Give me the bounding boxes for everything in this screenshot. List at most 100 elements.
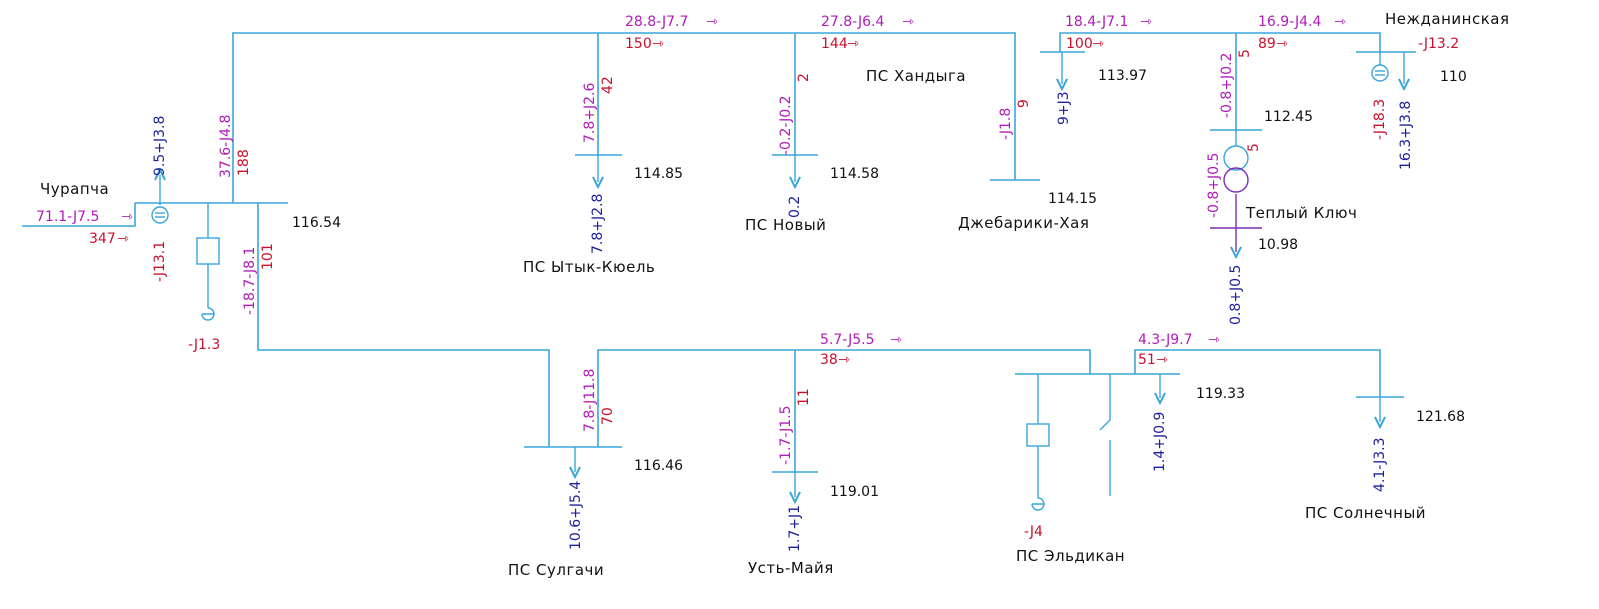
flow-top-4: 16.9-J4.4 — [1258, 14, 1321, 30]
load-sulgachi: 10.6+J5.4 — [568, 481, 584, 550]
current-ytyk-line: 42 — [600, 76, 616, 94]
churapcha-reactor-icon — [201, 307, 215, 321]
eldikan-breaker — [1026, 423, 1050, 447]
svg-text:⇾: ⇾ — [847, 36, 859, 52]
transformer-winding-lv — [1223, 167, 1249, 193]
svg-text:⇾: ⇾ — [121, 209, 133, 225]
svg-text:⇾: ⇾ — [706, 14, 718, 30]
current-bot-2: 51 — [1138, 352, 1156, 368]
current-novy-line: 2 — [796, 73, 812, 82]
flow-dzheb-line: -J1.8 — [998, 108, 1014, 140]
load-novy: 0.2 — [787, 196, 803, 218]
current-tep-tr: 5 — [1246, 143, 1262, 152]
svg-text:⇾: ⇾ — [1208, 332, 1220, 348]
flow-bot-2: 4.3-J9.7 — [1138, 332, 1193, 348]
name-sulgachi: ПС Сулгачи — [508, 561, 604, 579]
eldikan-disconnector — [1099, 374, 1111, 431]
svg-text:⇾: ⇾ — [1092, 36, 1104, 52]
load-nezhdaninskaya: 16.3+J3.8 — [1398, 101, 1414, 170]
name-khandyga: ПС Хандыга — [866, 67, 966, 85]
svg-text:⇾: ⇾ — [1156, 352, 1168, 368]
flow-ytyk-line: 7.8+J2.6 — [582, 83, 598, 143]
flow-ust-line: -1.7-J1.5 — [778, 405, 794, 465]
comp-eldikan-reactor: -J4 — [1024, 524, 1043, 540]
current-churapcha-up: 188 — [236, 149, 252, 176]
flow-bot-1: 5.7-J5.5 — [820, 332, 875, 348]
flow-top-3: 18.4-J7.1 — [1065, 14, 1128, 30]
load-ytyk-kyuel: 7.8+J2.8 — [590, 194, 606, 254]
flow-novy-line: -0.2-J0.2 — [778, 95, 794, 155]
name-eldikan: ПС Эльдикан — [1016, 547, 1125, 565]
svg-text:⇾: ⇾ — [1276, 36, 1288, 52]
load-tepliy-lv: 0.8+J0.5 — [1228, 265, 1244, 325]
current-top-1: 150 — [625, 36, 652, 52]
line-khandyga-nezh — [1059, 32, 1381, 52]
name-solnechny: ПС Солнечный — [1305, 504, 1426, 522]
name-novy: ПС Новый — [745, 216, 826, 234]
svg-text:⇾: ⇾ — [1334, 14, 1346, 30]
name-churapcha: Чурапча — [40, 180, 109, 198]
nezh-bank-icon — [1371, 64, 1389, 82]
flow-churapcha-up: 37.6-J4.8 — [218, 115, 234, 178]
svg-text:⇾: ⇾ — [902, 14, 914, 30]
bus-churapcha-incoming — [22, 203, 136, 227]
flow-top-2: 27.8-J6.4 — [821, 14, 884, 30]
buses — [22, 51, 1416, 511]
voltage-eldikan: 119.33 — [1196, 386, 1245, 402]
tepliy-transformer — [1223, 145, 1249, 193]
current-dzheb-line: 9 — [1016, 99, 1032, 108]
load-khandyga: 9+J3 — [1056, 91, 1072, 125]
voltage-khandyga: 113.97 — [1098, 68, 1147, 84]
svg-text:⇾: ⇾ — [1140, 14, 1152, 30]
svg-text:⇾: ⇾ — [652, 36, 664, 52]
voltage-dzhebariki: 114.15 — [1048, 191, 1097, 207]
svg-text:⇾: ⇾ — [838, 352, 850, 368]
load-churapcha-aux: 9.5+J3.8 — [152, 116, 168, 176]
flow-churapcha-in: 71.1-J7.5 — [36, 209, 99, 225]
current-top-4: 89 — [1258, 36, 1276, 52]
current-churapcha-in: 347 — [89, 231, 116, 247]
name-tepliy-klyuch: Теплый Ключ — [1245, 204, 1357, 222]
current-top-3: 100 — [1066, 36, 1093, 52]
flow-tep-tr: -0.8+J0.5 — [1206, 153, 1222, 218]
current-bot-1: 38 — [820, 352, 838, 368]
voltage-tepliy-hv: 112.45 — [1264, 109, 1313, 125]
name-dzhebariki: Джебарики-Хая — [958, 214, 1089, 232]
eldikan-reactor-icon — [1031, 497, 1045, 511]
flow-tep-line: -0.8+J0.2 — [1219, 53, 1235, 118]
churapcha-breaker — [196, 237, 220, 265]
name-ust-maya: Усть-Майя — [748, 559, 834, 577]
flow-top-1: 28.8-J7.7 — [625, 14, 688, 30]
current-churapcha-down: 101 — [260, 243, 276, 270]
current-top-2: 144 — [821, 36, 848, 52]
svg-text:⇾: ⇾ — [117, 231, 129, 247]
name-ytyk-kyuel: ПС Ытык-Кюель — [523, 258, 655, 276]
current-sulg-line: 70 — [600, 407, 616, 425]
churapcha-bank-icon — [151, 206, 169, 224]
voltage-ust-maya: 119.01 — [830, 484, 879, 500]
transformer-winding-hv — [1223, 145, 1249, 171]
current-ust-line: 11 — [796, 388, 812, 406]
voltage-tepliy-lv: 10.98 — [1258, 237, 1298, 253]
line-churapcha-sulgachi — [257, 203, 550, 447]
voltage-ytyk-kyuel: 114.85 — [634, 166, 683, 182]
line-churapcha-top — [232, 32, 1016, 203]
churapcha-equipment — [151, 175, 220, 321]
voltage-churapcha: 116.54 — [292, 215, 341, 231]
line-sulgachi-eldikan — [597, 349, 1091, 447]
load-eldikan: 1.4+J0.9 — [1152, 412, 1168, 472]
line-eldikan-solnechny — [1134, 349, 1381, 397]
flow-churapcha-down: -18.7-J8.1 — [242, 247, 258, 315]
transmission-lines — [232, 32, 1381, 472]
svg-text:⇾: ⇾ — [890, 332, 902, 348]
current-tep-line: 5 — [1237, 49, 1253, 58]
load-solnechny: 4.1-J3.3 — [1372, 438, 1388, 493]
voltage-nezhdaninskaya: 110 — [1440, 69, 1467, 85]
nezh-bank — [1371, 64, 1389, 82]
comp-churapcha-bank: -J13.1 — [152, 241, 168, 282]
name-nezhdaninskaya: Нежданинская — [1385, 10, 1509, 28]
load-ust-maya: 1.7+J1 — [787, 505, 803, 552]
flow-nezh-q: -J13.2 — [1418, 36, 1459, 52]
voltage-solnechny: 121.68 — [1416, 409, 1465, 425]
